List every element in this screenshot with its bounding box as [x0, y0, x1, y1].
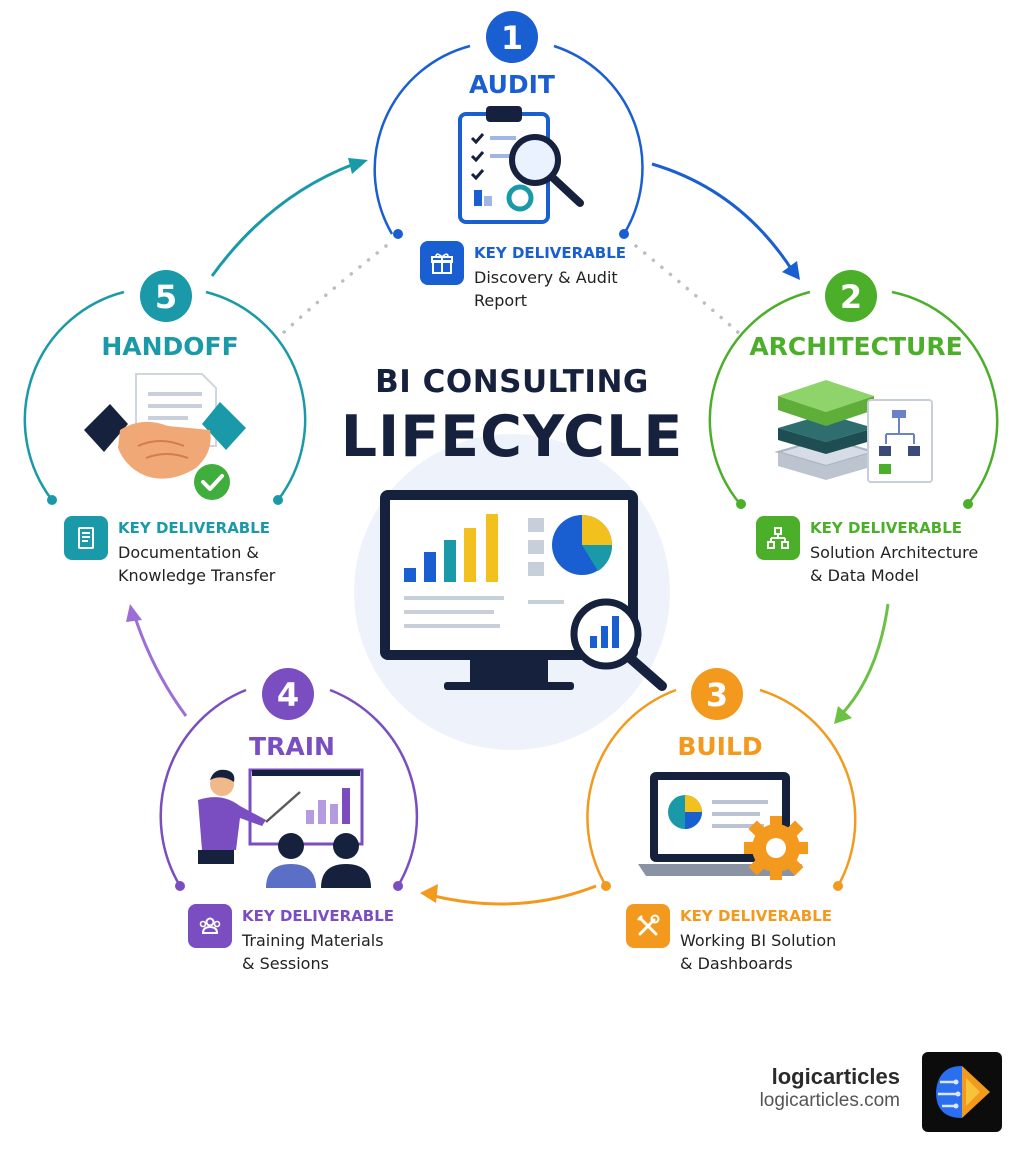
stage-name-architecture: ARCHITECTURE [749, 332, 963, 361]
flow-arrow-3-4 [420, 884, 597, 906]
number-badge-2: 2 [825, 270, 877, 322]
handshake-document-icon [84, 373, 246, 500]
svg-text:3: 3 [706, 676, 728, 714]
document-icon [64, 516, 108, 560]
people-icon [188, 904, 232, 948]
svg-text:1: 1 [501, 19, 523, 57]
deliverable-label: KEY DELIVERABLE [242, 907, 395, 925]
stage-arc-handoff [23, 290, 307, 505]
deliverable-text: Working BI Solution & Dashboards [680, 931, 837, 973]
number-badge-3: 3 [691, 668, 743, 720]
dotted-connectors [280, 244, 742, 336]
tools-icon [626, 904, 670, 948]
flow-arrow-2-3 [834, 603, 890, 724]
circuit-play-logo [922, 1052, 1002, 1132]
deliverable-architecture: KEY DELIVERABLE Solution Architecture & … [756, 516, 996, 590]
stage-arc-train [159, 688, 419, 891]
layered-stack-diagram-icon [774, 380, 933, 483]
laptop-gear-icon [638, 772, 808, 880]
flow-arrow-4-5 [126, 604, 188, 717]
svg-text:4: 4 [277, 676, 299, 714]
brand-url: logicarticles.com [759, 1090, 900, 1111]
deliverable-label: KEY DELIVERABLE [474, 244, 627, 262]
deliverable-text: Solution Architecture & Data Model [810, 543, 979, 585]
number-badge-5: 5 [140, 270, 192, 322]
stage-name-audit: AUDIT [469, 70, 555, 99]
deliverable-text: Training Materials & Sessions [242, 931, 384, 973]
hierarchy-icon [756, 516, 800, 560]
stage-arc-architecture [708, 290, 999, 509]
deliverable-handoff: KEY DELIVERABLE Documentation & Knowledg… [64, 516, 294, 590]
clipboard-magnifier-icon [458, 106, 584, 224]
presenter-audience-icon [198, 768, 371, 888]
stage-name-handoff: HANDOFF [101, 332, 239, 361]
svg-text:5: 5 [155, 278, 177, 316]
flow-arrow-5-1 [210, 158, 368, 277]
deliverable-text: Discovery & Audit Report [474, 268, 618, 310]
flow-arrow-1-2 [651, 162, 800, 280]
stage-arc-audit [373, 44, 644, 239]
stage-name-build: BUILD [677, 732, 763, 761]
deliverable-label: KEY DELIVERABLE [680, 907, 833, 925]
title-line2: LIFECYCLE [340, 404, 684, 470]
number-badge-1: 1 [486, 11, 538, 63]
number-badge-4: 4 [262, 668, 314, 720]
svg-text:2: 2 [840, 278, 862, 316]
deliverable-text: Documentation & Knowledge Transfer [118, 543, 276, 585]
brand-name: logicarticles [771, 1064, 900, 1089]
deliverable-build: KEY DELIVERABLE Working BI Solution & Da… [626, 904, 856, 978]
deliverable-label: KEY DELIVERABLE [810, 519, 963, 537]
gift-icon [420, 241, 464, 285]
stage-arc-build [586, 688, 857, 891]
deliverable-audit: KEY DELIVERABLE Discovery & Audit Report [420, 241, 630, 315]
stage-name-train: TRAIN [249, 732, 335, 761]
deliverable-label: KEY DELIVERABLE [118, 519, 271, 537]
monitor-dashboard-magnifier-icon [380, 490, 667, 691]
title-line1: BI CONSULTING [375, 364, 649, 400]
deliverable-train: KEY DELIVERABLE Training Materials & Ses… [188, 904, 408, 978]
